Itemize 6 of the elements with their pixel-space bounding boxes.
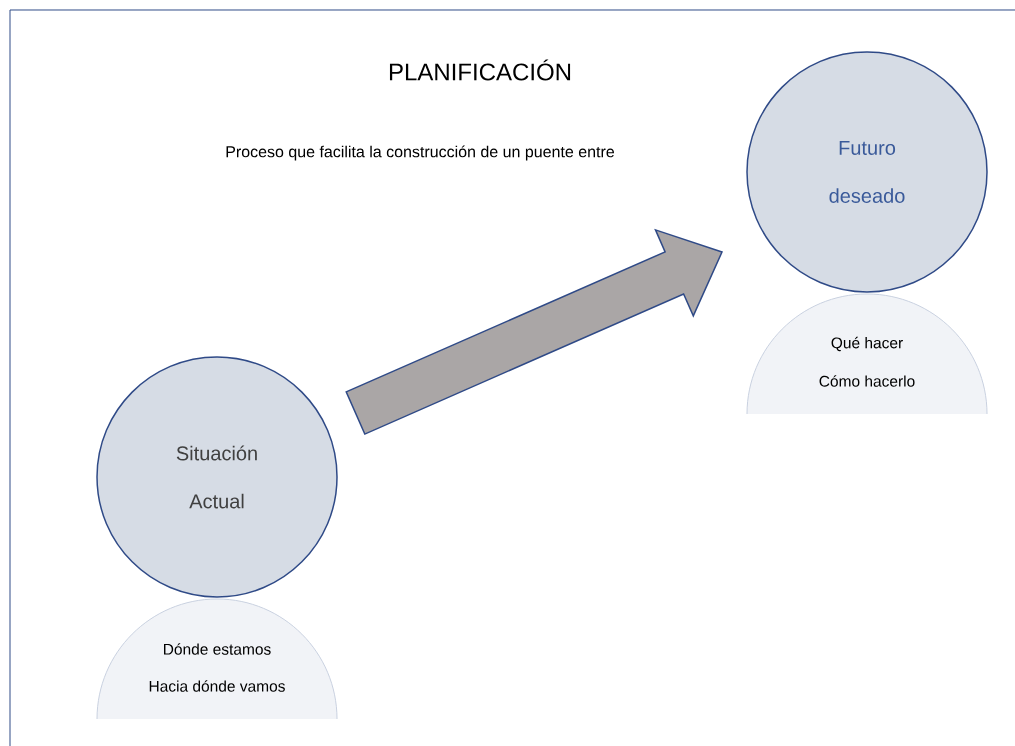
title: PLANIFICACIÓN	[389, 59, 571, 81]
reflection-text: Dónde estamos Hacia dónde vamos	[96, 598, 338, 719]
circle-node: Situación Actual	[96, 356, 338, 598]
circle-node: Futuro deseado	[746, 51, 988, 293]
subtitle: Proceso que facilita la construcción de un puente entre	[226, 145, 614, 161]
reflection-text: Qué hacer Cómo hacerlo	[746, 293, 988, 414]
